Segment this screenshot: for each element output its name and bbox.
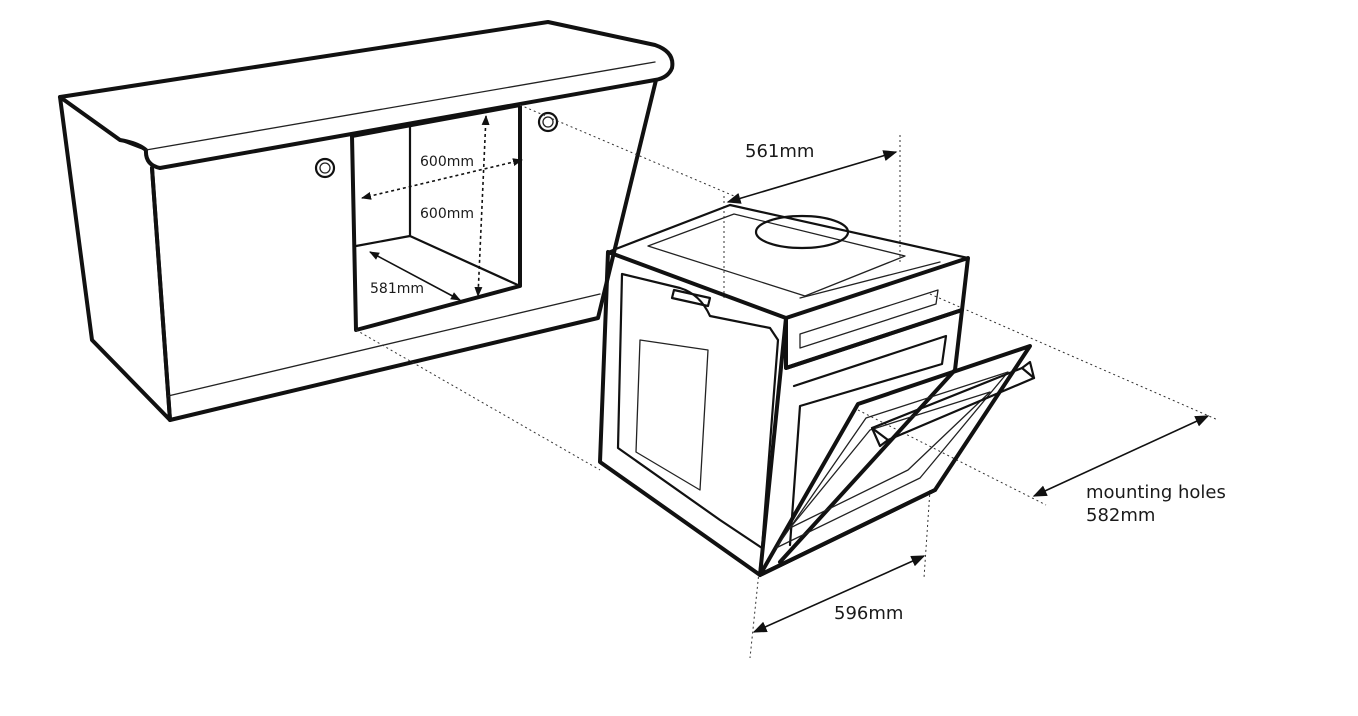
label-cabinet-width: 600mm [420,154,474,170]
oven-top [606,203,970,320]
label-mounting-holes: mounting holes [1086,482,1226,503]
cabinet-side-panel [58,95,172,422]
label-mounting-holes-value: 582mm [1086,505,1156,526]
label-oven-width: 596mm [834,603,904,624]
oven-side-handle [670,288,712,308]
dim-arrow-cabinet-height [474,115,490,297]
dim-arrow-oven-width [752,555,926,633]
dim-arrow-cabinet-depth [369,251,461,301]
label-oven-depth: 561mm [745,141,815,162]
oven-control-panel [784,256,970,370]
cabinet-knob-left [314,157,336,179]
label-cabinet-height: 600mm [420,206,474,222]
label-cabinet-depth: 581mm [370,281,424,297]
cabinet-worktop [58,20,675,170]
oven-side-panel [598,250,788,577]
built-in-oven [598,203,1036,577]
projection-lines [355,104,1219,659]
oven-front-frame [778,308,964,564]
dim-arrow-oven-depth [726,150,898,204]
cabinet-front [150,78,658,422]
dim-arrow-mounting-holes [1032,415,1210,497]
oven-fan-cover [754,214,850,250]
cabinet-knob-right [537,111,559,133]
kitchen-cabinet [58,20,675,422]
